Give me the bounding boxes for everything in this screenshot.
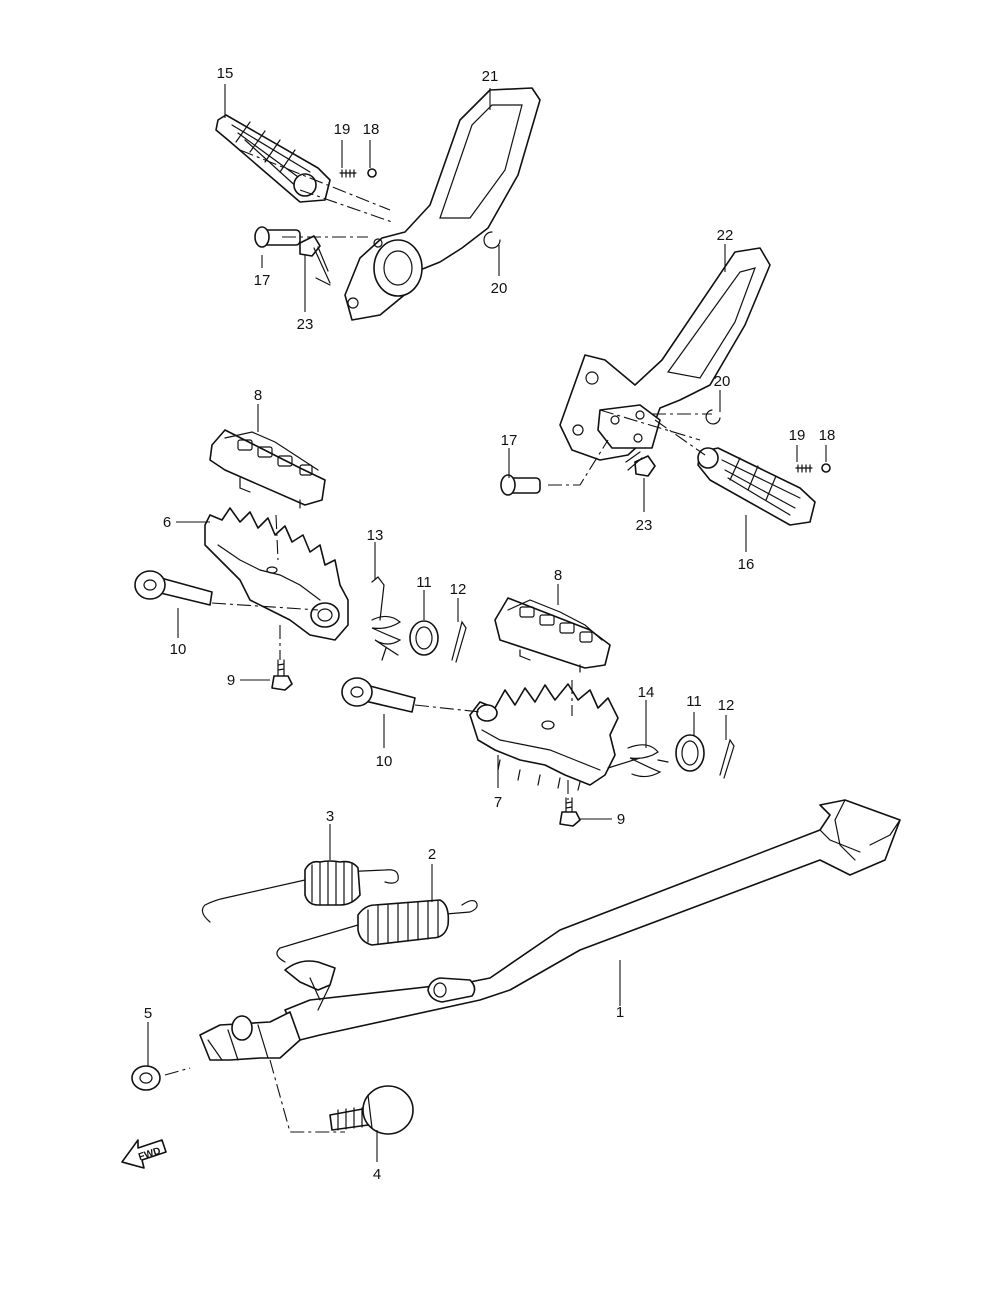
callout-9: 9 — [227, 672, 235, 689]
callout-11: 11 — [416, 574, 432, 591]
e-clip-20b — [705, 409, 721, 425]
footpeg-rubber-8a — [209, 429, 326, 509]
callout-10: 10 — [170, 641, 187, 658]
callout-18: 18 — [819, 427, 836, 444]
bolt-4 — [329, 1085, 414, 1135]
footpeg-rubber-8b — [494, 597, 611, 673]
cotter-pin-19b — [795, 464, 813, 473]
callout-12: 12 — [718, 697, 735, 714]
callout-19: 19 — [789, 427, 806, 444]
callout-11: 11 — [686, 693, 702, 710]
pin-17b — [500, 474, 541, 496]
callout-17: 17 — [501, 432, 518, 449]
callout-20: 20 — [491, 280, 508, 297]
spring-13 — [371, 576, 402, 661]
callout-22: 22 — [717, 227, 734, 244]
callout-13: 13 — [367, 527, 384, 544]
callout-2: 2 — [428, 846, 436, 863]
callout-20: 20 — [714, 373, 731, 390]
callout-labels: 15 21 19 18 17 20 23 22 20 17 19 18 23 1… — [144, 65, 836, 1183]
spring-3 — [201, 860, 399, 923]
side-stand — [199, 799, 901, 1061]
callout-4: 4 — [373, 1166, 381, 1183]
washer-18b — [821, 463, 831, 473]
callout-15: 15 — [217, 65, 234, 82]
callout-12: 12 — [450, 581, 467, 598]
callout-21: 21 — [482, 68, 499, 85]
rear-footrest-bracket-left — [344, 87, 541, 321]
washer-18a — [367, 168, 377, 178]
footpeg-6 — [204, 507, 349, 641]
pin-17a — [254, 226, 301, 248]
callout-6: 6 — [163, 514, 171, 531]
callout-10: 10 — [376, 753, 393, 770]
footpeg-right-rear — [697, 447, 816, 526]
callout-18: 18 — [363, 121, 380, 138]
callout-17: 17 — [254, 272, 271, 289]
footpeg-left-rear — [215, 114, 331, 203]
bolt-23b — [625, 451, 656, 477]
rear-footrest-bracket-right — [559, 247, 771, 461]
washer-11a — [409, 620, 439, 656]
callout-19: 19 — [334, 121, 351, 138]
spring-2 — [276, 899, 478, 963]
callout-7: 7 — [494, 794, 502, 811]
callout-9: 9 — [617, 811, 625, 828]
callout-23: 23 — [297, 316, 314, 333]
bolt-23a — [299, 235, 331, 286]
washer-11b — [675, 734, 705, 772]
e-clip-20a — [483, 231, 501, 249]
callout-3: 3 — [326, 808, 334, 825]
pin-10a — [134, 570, 213, 606]
bolt-9b — [559, 797, 581, 827]
cotter-pin-12a — [451, 620, 467, 663]
cotter-pin-19a — [339, 169, 357, 178]
callout-16: 16 — [738, 556, 755, 573]
callout-1: 1 — [616, 1004, 624, 1021]
callout-14: 14 — [638, 684, 655, 701]
forward-arrow-icon: FWD — [121, 1139, 167, 1169]
callout-23: 23 — [636, 517, 653, 534]
bolt-9a — [271, 659, 293, 691]
callout-8: 8 — [554, 567, 562, 584]
footpeg-7 — [469, 683, 619, 791]
nut-5 — [131, 1065, 161, 1091]
leader-lines — [147, 84, 827, 1162]
pin-10b — [341, 677, 416, 713]
callout-8: 8 — [254, 387, 262, 404]
callout-5: 5 — [144, 1005, 152, 1022]
cotter-pin-12b — [719, 738, 735, 779]
spring-14 — [607, 744, 669, 778]
